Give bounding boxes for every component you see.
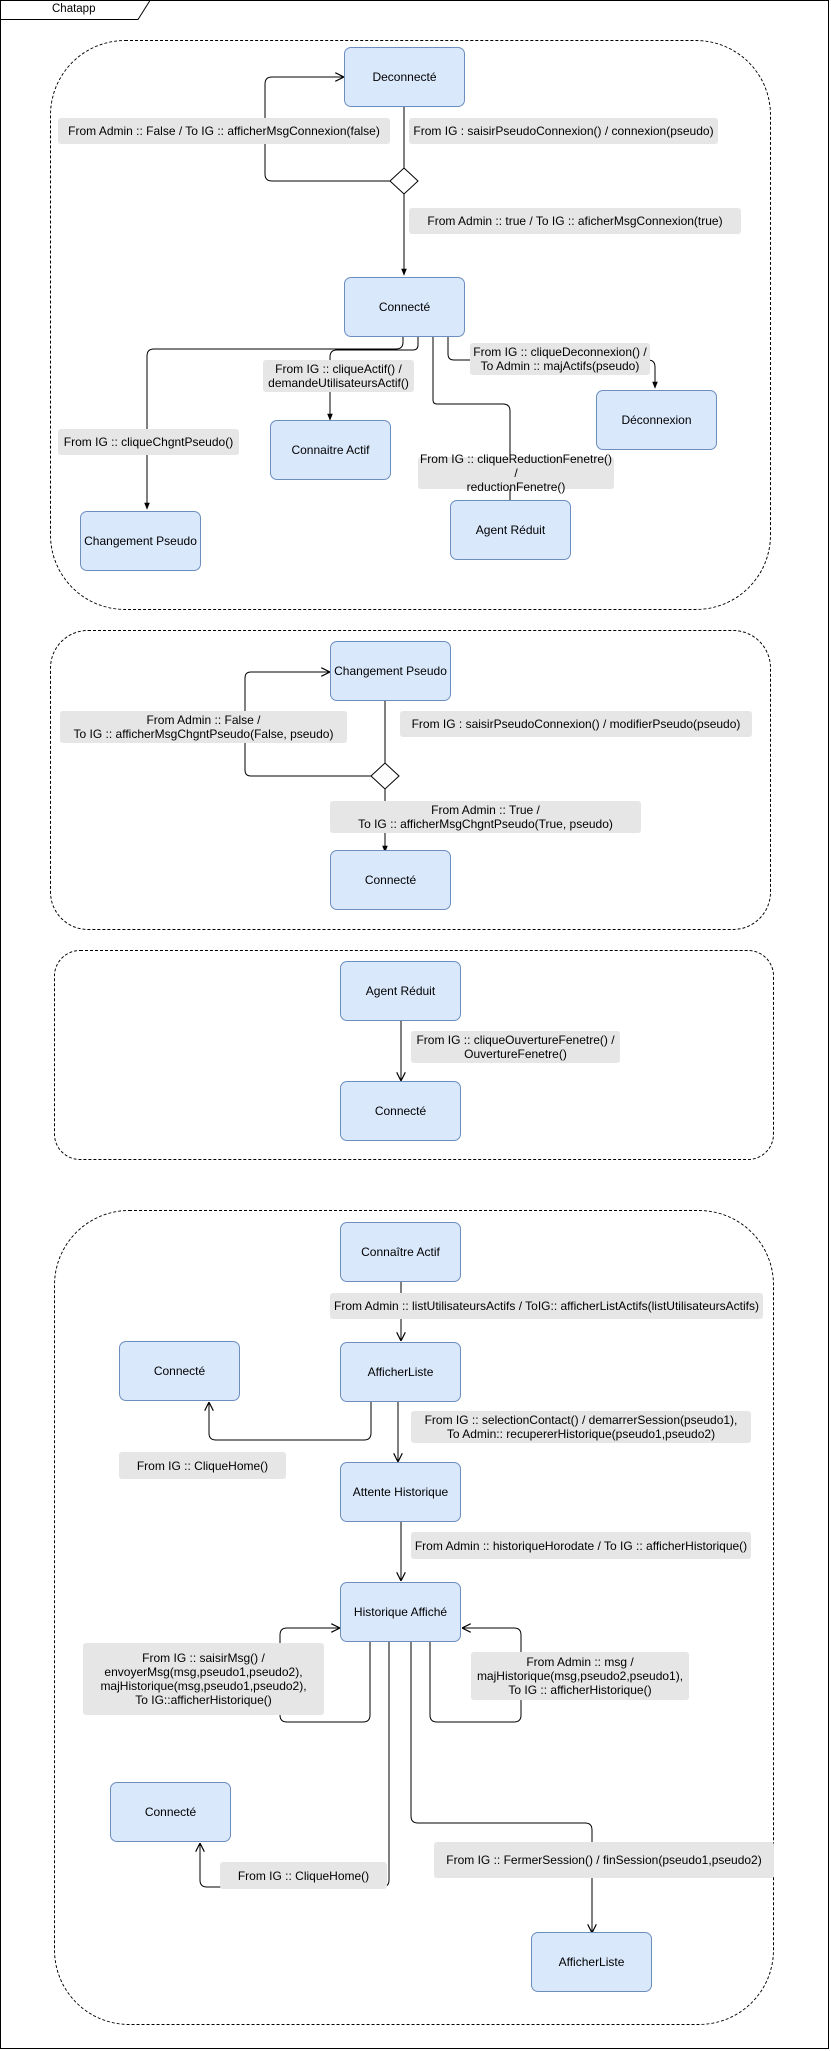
frame-title-tab (0, 0, 150, 20)
state-agent-reduit: Agent Réduit (450, 500, 571, 560)
transition-label-ouverture: From IG :: cliqueOuvertureFenetre() / Ou… (411, 1031, 620, 1063)
state-deconnecte: Deconnecté (344, 47, 465, 107)
transition-label-clique-home-2: From IG :: CliqueHome() (220, 1862, 387, 1889)
state-connecte-2: Connecté (330, 850, 451, 910)
transition-label-login-fail: From Admin :: False / To IG :: afficherM… (58, 118, 390, 144)
transition-label-clique-home: From IG :: CliqueHome() (119, 1452, 286, 1479)
state-connecte-4: Connecté (119, 1341, 240, 1401)
state-connaitre-actif-2: Connaître Actif (340, 1222, 461, 1282)
transition-label-pseudo-attempt: From IG : saisirPseudoConnexion() / modi… (400, 711, 752, 737)
transition-label-chgnt-pseudo: From IG :: cliqueChgntPseudo() (58, 429, 239, 455)
transition-label-login-attempt: From IG : saisirPseudoConnexion() / conn… (409, 118, 718, 144)
state-connecte: Connecté (344, 277, 465, 337)
state-attente-historique: Attente Historique (340, 1462, 461, 1522)
transition-label-recevoir-msg: From Admin :: msg / majHistorique(msg,ps… (471, 1652, 689, 1700)
frame-title: Chatapp (52, 3, 96, 15)
state-changement-pseudo: Changement Pseudo (80, 511, 201, 571)
transition-label-historique-horodate: From Admin :: historiqueHorodate / To IG… (411, 1532, 751, 1559)
state-connaitre-actif: Connaitre Actif (270, 420, 391, 480)
transition-label-list-actifs: From Admin :: listUtilisateursActifs / T… (330, 1293, 763, 1319)
state-connecte-5: Connecté (110, 1782, 231, 1842)
transition-label-fermer-session: From IG :: FermerSession() / finSession(… (434, 1842, 774, 1878)
region-connection (50, 40, 771, 610)
region-reduced (54, 950, 774, 1160)
transition-label-pseudo-fail: From Admin :: False / To IG :: afficherM… (60, 711, 347, 743)
region-active-users (54, 1210, 774, 2025)
state-afficher-liste: AfficherListe (340, 1342, 461, 1402)
transition-label-pseudo-success: From Admin :: True / To IG :: afficherMs… (330, 801, 641, 833)
state-agent-reduit-2: Agent Réduit (340, 961, 461, 1021)
transition-label-reduction: From IG :: cliqueReductionFenetre() / re… (418, 452, 614, 494)
state-afficher-liste-2: AfficherListe (531, 1932, 652, 1992)
state-deconnexion: Déconnexion (596, 390, 717, 450)
transition-label-selection-contact: From IG :: selectionContact() / demarrer… (411, 1411, 751, 1443)
region-pseudo-change (50, 630, 771, 930)
state-changement-pseudo-2: Changement Pseudo (330, 641, 451, 701)
state-historique-affiche: Historique Affiché (340, 1582, 461, 1642)
transition-label-clique-actif: From IG :: cliqueActif() / demandeUtilis… (263, 360, 414, 392)
transition-label-deconnexion: From IG :: cliqueDeconnexion() / To Admi… (470, 343, 650, 375)
state-connecte-3: Connecté (340, 1081, 461, 1141)
transition-label-login-success: From Admin :: true / To IG :: aficherMsg… (409, 208, 741, 234)
transition-label-envoyer-msg: From IG :: saisirMsg() / envoyerMsg(msg,… (83, 1643, 324, 1715)
